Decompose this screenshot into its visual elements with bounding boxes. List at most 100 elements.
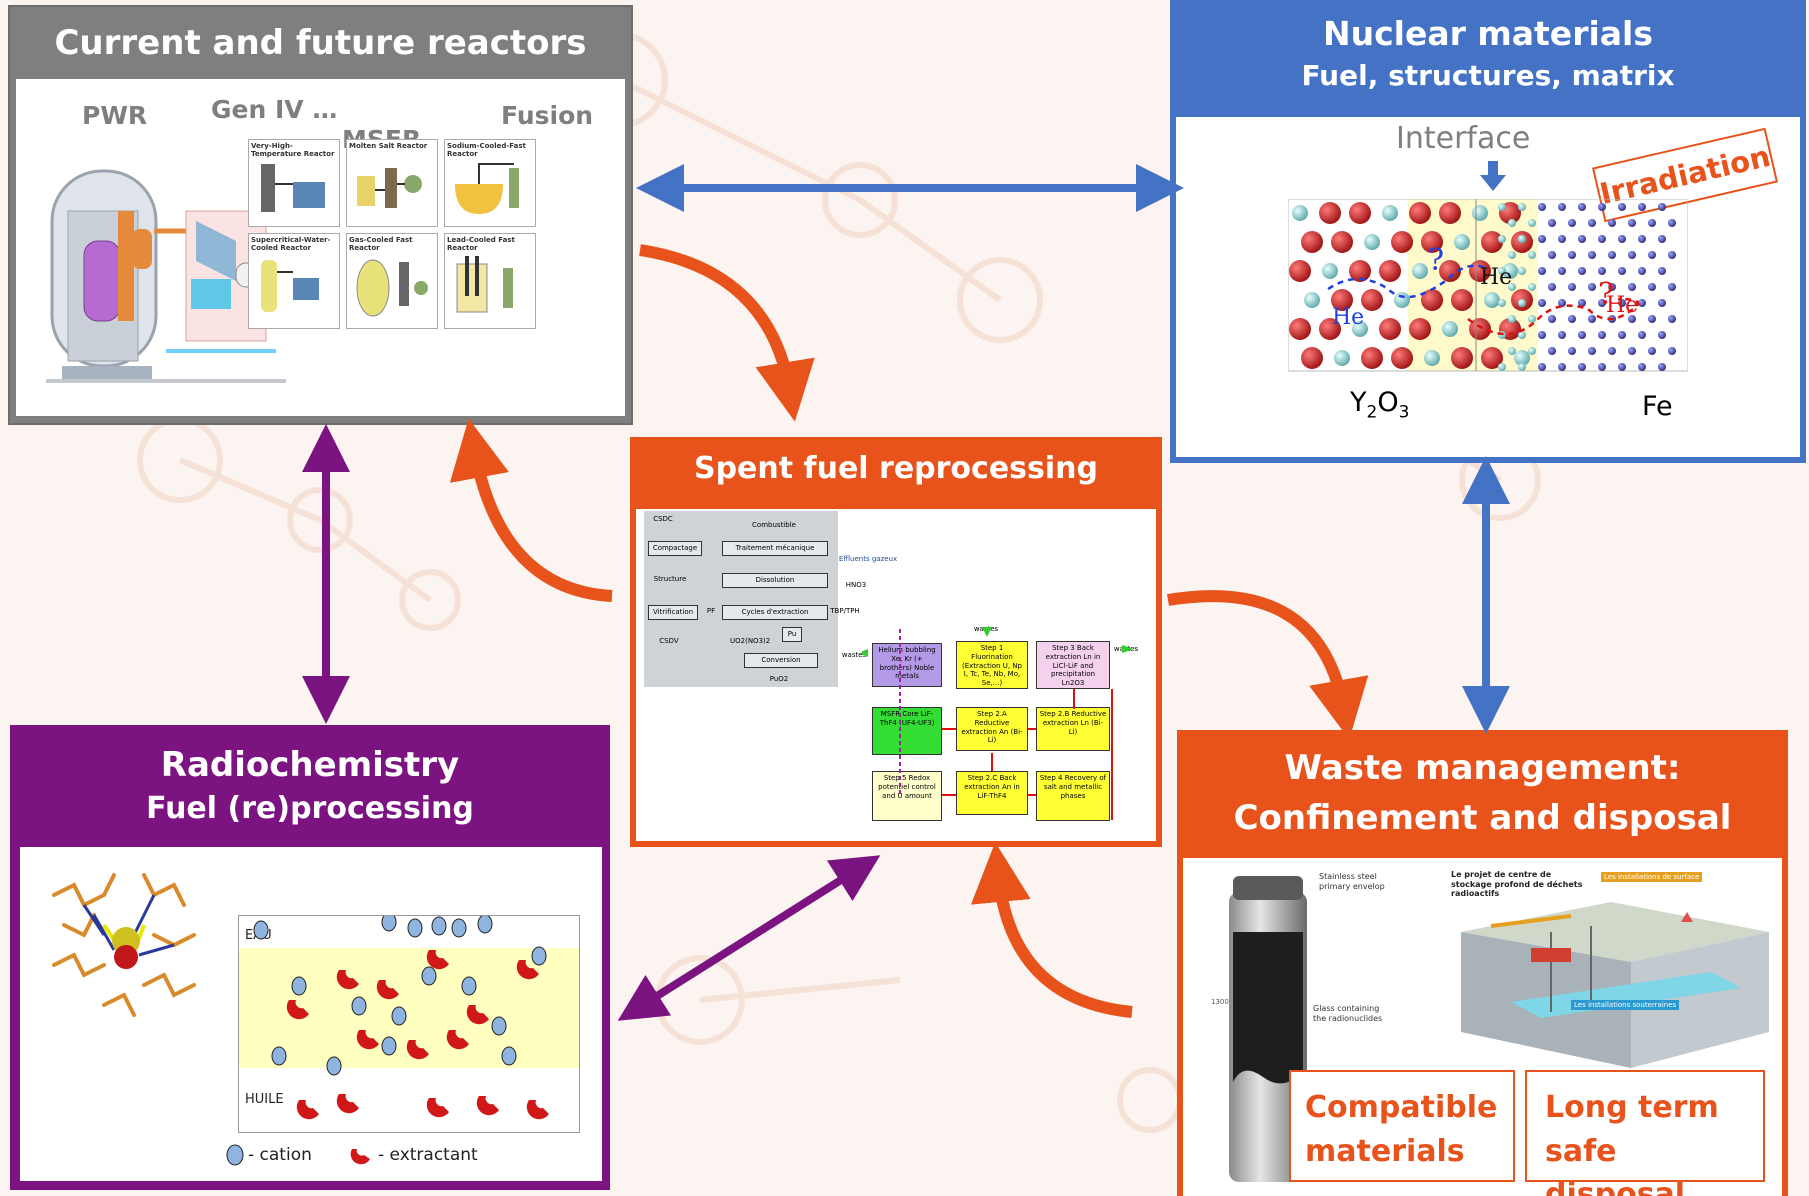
fe-atom xyxy=(1628,315,1636,323)
disposal-site-illustration: Le projet de centre de stockage profond … xyxy=(1451,870,1779,1068)
extractant xyxy=(476,1096,499,1116)
cation xyxy=(491,1016,507,1036)
y2o3-atom xyxy=(1514,350,1530,366)
molecule-icon xyxy=(52,873,196,1017)
y2o3-atom xyxy=(1322,263,1338,279)
cation xyxy=(477,916,493,934)
fe-atom xyxy=(1598,363,1606,371)
fe-atom xyxy=(1588,283,1596,291)
flow-helium: Helium bubbling Xe, Kr (+ brothers) Nobl… xyxy=(872,643,942,687)
fe-atom xyxy=(1568,219,1576,227)
extractant xyxy=(516,960,539,980)
extractant xyxy=(356,1030,379,1050)
fe-atom xyxy=(1538,203,1546,211)
y2o3-atom xyxy=(1361,347,1383,369)
callout1-line1: Compatible xyxy=(1305,1090,1498,1125)
extractant xyxy=(426,950,449,970)
cation xyxy=(431,916,447,936)
gen4-panel-sfr: Sodium-Cooled-Fast Reactor xyxy=(444,139,536,227)
waste-title-line2: Confinement and disposal xyxy=(1233,798,1732,838)
fe-atom xyxy=(1558,203,1566,211)
fe-atom xyxy=(1588,315,1596,323)
fe-atom xyxy=(1668,347,1676,355)
cation xyxy=(451,918,467,938)
fe-atom xyxy=(1618,235,1626,243)
extractant xyxy=(426,1098,449,1118)
flow-hno3: HNO3 xyxy=(845,581,867,589)
fe-atom xyxy=(1648,315,1656,323)
y2o3-atom xyxy=(1394,292,1410,308)
fe-atom xyxy=(1628,251,1636,259)
fe-atom xyxy=(1568,347,1576,355)
fe-atom xyxy=(1558,235,1566,243)
flow-effluents: Effluents gazeux xyxy=(838,555,898,563)
fe-atom xyxy=(1528,283,1536,291)
cation xyxy=(271,1046,287,1066)
flow-step3: Step 3 Back extraction Ln in LiCl-LiF an… xyxy=(1036,641,1110,689)
fe-atom xyxy=(1638,203,1646,211)
fe-atom xyxy=(1528,347,1536,355)
fe-atom xyxy=(1508,315,1516,323)
materials-title-line2: Fuel, structures, matrix xyxy=(1301,59,1675,92)
flow-puo2: PuO2 xyxy=(769,675,789,683)
y2o3-atom xyxy=(1301,231,1323,253)
pwr-label: PWR xyxy=(82,101,148,130)
materials-title: Nuclear materials Fuel, structures, matr… xyxy=(1170,0,1806,117)
extractant-legend-icon xyxy=(350,1149,370,1165)
map-underground-label: Les installations souterraines xyxy=(1571,1000,1680,1010)
y2o3-atom xyxy=(1439,202,1461,224)
y2o3-atom xyxy=(1289,318,1311,340)
flow-dissolution: Dissolution xyxy=(722,573,828,588)
fe-atom xyxy=(1658,267,1666,275)
y2o3-atom xyxy=(1481,347,1503,369)
flow-step2a: Step 2.A Reductive extraction An (Bi-Li) xyxy=(956,707,1028,751)
materials-panel: Nuclear materials Fuel, structures, matr… xyxy=(1170,0,1806,463)
glass-canister xyxy=(1229,876,1307,1182)
fe-atom xyxy=(1518,363,1526,371)
extractant xyxy=(336,970,359,990)
flow-wastes-3: wastes xyxy=(841,651,867,659)
waste-title-line1: Waste management: xyxy=(1284,748,1681,788)
flow-pu: Pu xyxy=(782,627,802,642)
fe-atom xyxy=(1498,299,1506,307)
y2o3-atom xyxy=(1292,205,1308,221)
fe-atom xyxy=(1508,251,1516,259)
question-red-icon: ? xyxy=(1598,277,1615,312)
extractant xyxy=(446,1030,469,1050)
canister-dim: 1300 xyxy=(1211,998,1229,1006)
reactors-panel: Current and future reactors PWR Gen IV …… xyxy=(8,5,633,425)
fe-atom xyxy=(1518,235,1526,243)
phase-particles xyxy=(253,916,549,1120)
cation xyxy=(326,1056,342,1076)
he-label-blue: He xyxy=(1332,305,1365,330)
gen4-label: Gen IV … xyxy=(211,95,338,124)
flow-step2b: Step 2.B Reductive extraction Ln (Bi-Li) xyxy=(1036,707,1110,751)
y2o3-atom xyxy=(1451,347,1473,369)
reactors-image: PWR Gen IV … MSFR Fusion Very-High-Tempe… xyxy=(16,79,625,416)
flow-cycles: Cycles d'extraction xyxy=(722,605,828,620)
y2o3-atom xyxy=(1382,205,1398,221)
flow-step4: Step 4 Recovery of salt and metallic pha… xyxy=(1036,771,1110,821)
fe-atom xyxy=(1558,299,1566,307)
fe-atom xyxy=(1518,203,1526,211)
flow-vitrification: Vitrification xyxy=(648,605,698,620)
fe-atom xyxy=(1518,331,1526,339)
msfr-flow-arrows xyxy=(862,627,1134,820)
flow-uo2no3: UO2(NO3)2 xyxy=(730,637,771,645)
fe-atom xyxy=(1648,251,1656,259)
flow-conversion: Conversion xyxy=(744,653,818,668)
fe-atom xyxy=(1608,283,1616,291)
materials-image: Interface Irradiation ? ? He He He xyxy=(1176,117,1800,457)
he-label-red: He xyxy=(1606,293,1639,318)
huile-label: HUILE xyxy=(245,1092,284,1107)
reprocessing-title: Spent fuel reprocessing xyxy=(693,451,1099,486)
y2o3-atom xyxy=(1379,318,1401,340)
cation xyxy=(531,946,547,966)
compatible-materials-callout: Compatible materials xyxy=(1289,1070,1515,1182)
y2o3-atom xyxy=(1391,347,1413,369)
fe-atom xyxy=(1658,235,1666,243)
materials-title-line1: Nuclear materials xyxy=(1322,14,1654,53)
fe-atom xyxy=(1498,267,1506,275)
interface-label: Interface xyxy=(1396,121,1531,156)
flow-pf: PF xyxy=(706,607,716,615)
